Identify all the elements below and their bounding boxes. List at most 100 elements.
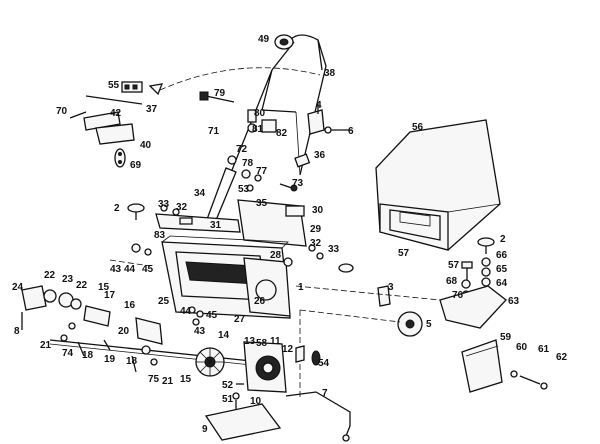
callout-label: 44 — [180, 306, 192, 317]
callout-label: 13 — [244, 336, 256, 347]
bottom-rack — [204, 391, 351, 442]
callout-label: 3 — [388, 282, 394, 293]
callout-label: 72 — [236, 144, 248, 155]
callout-label: 18 — [126, 356, 138, 367]
callout-label: 45 — [142, 264, 154, 275]
callout-label: 54 — [318, 358, 330, 369]
callout-label: 37 — [146, 104, 158, 115]
callout-label: 75 — [148, 374, 160, 385]
callout-labels: 1 2 2 3 4 5 6 7 8 9 10 11 12 13 14 15 15… — [12, 34, 568, 435]
callout-label: 8 — [14, 326, 20, 337]
callout-label: 52 — [222, 380, 234, 391]
callout-label: 33 — [158, 199, 170, 210]
handle-hardware — [199, 91, 352, 192]
axis-line-2 — [295, 285, 441, 301]
callout-label: 80 — [254, 108, 266, 119]
assembly-arrow — [159, 67, 321, 91]
callout-label: 70 — [56, 106, 68, 117]
cap-62 — [540, 382, 548, 390]
assembly-arrow-head — [148, 83, 164, 96]
callout-label: 5 — [426, 319, 432, 330]
callout-label: 20 — [118, 326, 130, 337]
axis-line-3 — [299, 309, 401, 323]
callout-label: 21 — [40, 340, 52, 351]
callout-label: 9 — [202, 424, 208, 435]
callout-label: 66 — [496, 250, 508, 261]
switch-parts — [69, 81, 143, 168]
callout-label: 62 — [556, 352, 568, 363]
callout-label: 31 — [210, 220, 222, 231]
callout-label: 45 — [206, 310, 218, 321]
callout-label: 64 — [496, 278, 508, 289]
callout-label: 61 — [538, 344, 550, 355]
callout-label: 29 — [310, 224, 322, 235]
callout-label: 23 — [62, 274, 74, 285]
callout-label: 76 — [452, 290, 464, 301]
callout-label: 81 — [252, 124, 264, 135]
callout-label: 82 — [276, 128, 288, 139]
discharge-flap — [461, 339, 503, 393]
callout-label: 43 — [194, 326, 206, 337]
callout-label: 43 — [110, 264, 122, 275]
callout-label: 73 — [292, 178, 304, 189]
callout-label: 60 — [516, 342, 528, 353]
callout-label: 51 — [222, 394, 234, 405]
pin-61 — [519, 375, 541, 385]
callout-label: 53 — [238, 184, 250, 195]
callout-label: 69 — [130, 160, 142, 171]
callout-label: 38 — [324, 68, 336, 79]
callout-label: 77 — [256, 166, 268, 177]
knob-left — [127, 203, 145, 220]
washer-60 — [510, 370, 518, 378]
callout-label: 49 — [258, 34, 270, 45]
callout-label: 18 — [82, 350, 94, 361]
callout-label: 83 — [154, 230, 166, 241]
callout-label: 2 — [500, 234, 506, 245]
callout-label: 65 — [496, 264, 508, 275]
callout-label: 12 — [282, 344, 294, 355]
knob-center — [338, 263, 354, 273]
knob-right — [477, 237, 495, 254]
callout-label: 10 — [250, 396, 262, 407]
callout-label: 4 — [316, 100, 322, 111]
callout-label: 2 — [114, 203, 120, 214]
callout-label: 55 — [108, 80, 120, 91]
callout-label: 63 — [508, 296, 520, 307]
callout-label: 14 — [218, 330, 230, 341]
callout-label: 58 — [256, 338, 268, 349]
callout-label: 32 — [176, 202, 188, 213]
callout-label: 59 — [500, 332, 512, 343]
callout-label: 25 — [158, 296, 170, 307]
callout-label: 40 — [140, 140, 152, 151]
upper-housing — [155, 199, 324, 260]
callout-label: 74 — [62, 348, 74, 359]
callout-label: 27 — [234, 314, 246, 325]
callout-label: 71 — [208, 126, 220, 137]
callout-label: 7 — [322, 388, 328, 399]
callout-label: 36 — [314, 150, 326, 161]
callout-label: 22 — [44, 270, 56, 281]
callout-label: 19 — [104, 354, 116, 365]
callout-label: 56 — [412, 122, 424, 133]
callout-label: 22 — [76, 280, 88, 291]
callout-label: 24 — [12, 282, 24, 293]
callout-label: 6 — [348, 126, 354, 137]
cable-clip — [274, 34, 294, 50]
axis-line-1 — [109, 259, 151, 267]
callout-label: 16 — [124, 300, 136, 311]
callout-label: 26 — [254, 296, 266, 307]
callout-label: 35 — [256, 198, 268, 209]
callout-label: 68 — [446, 276, 458, 287]
callout-label: 11 — [270, 336, 281, 347]
main-housing — [161, 235, 293, 319]
callout-label: 34 — [194, 188, 206, 199]
callout-label: 28 — [270, 250, 282, 261]
rear-flap-assembly — [377, 257, 507, 337]
axle-assembly — [21, 243, 281, 373]
callout-label: 78 — [242, 158, 254, 169]
callout-label: 15 — [98, 282, 110, 293]
callout-label: 32 — [310, 238, 322, 249]
callout-label: 42 — [110, 108, 122, 119]
callout-label: 57 — [398, 248, 410, 259]
